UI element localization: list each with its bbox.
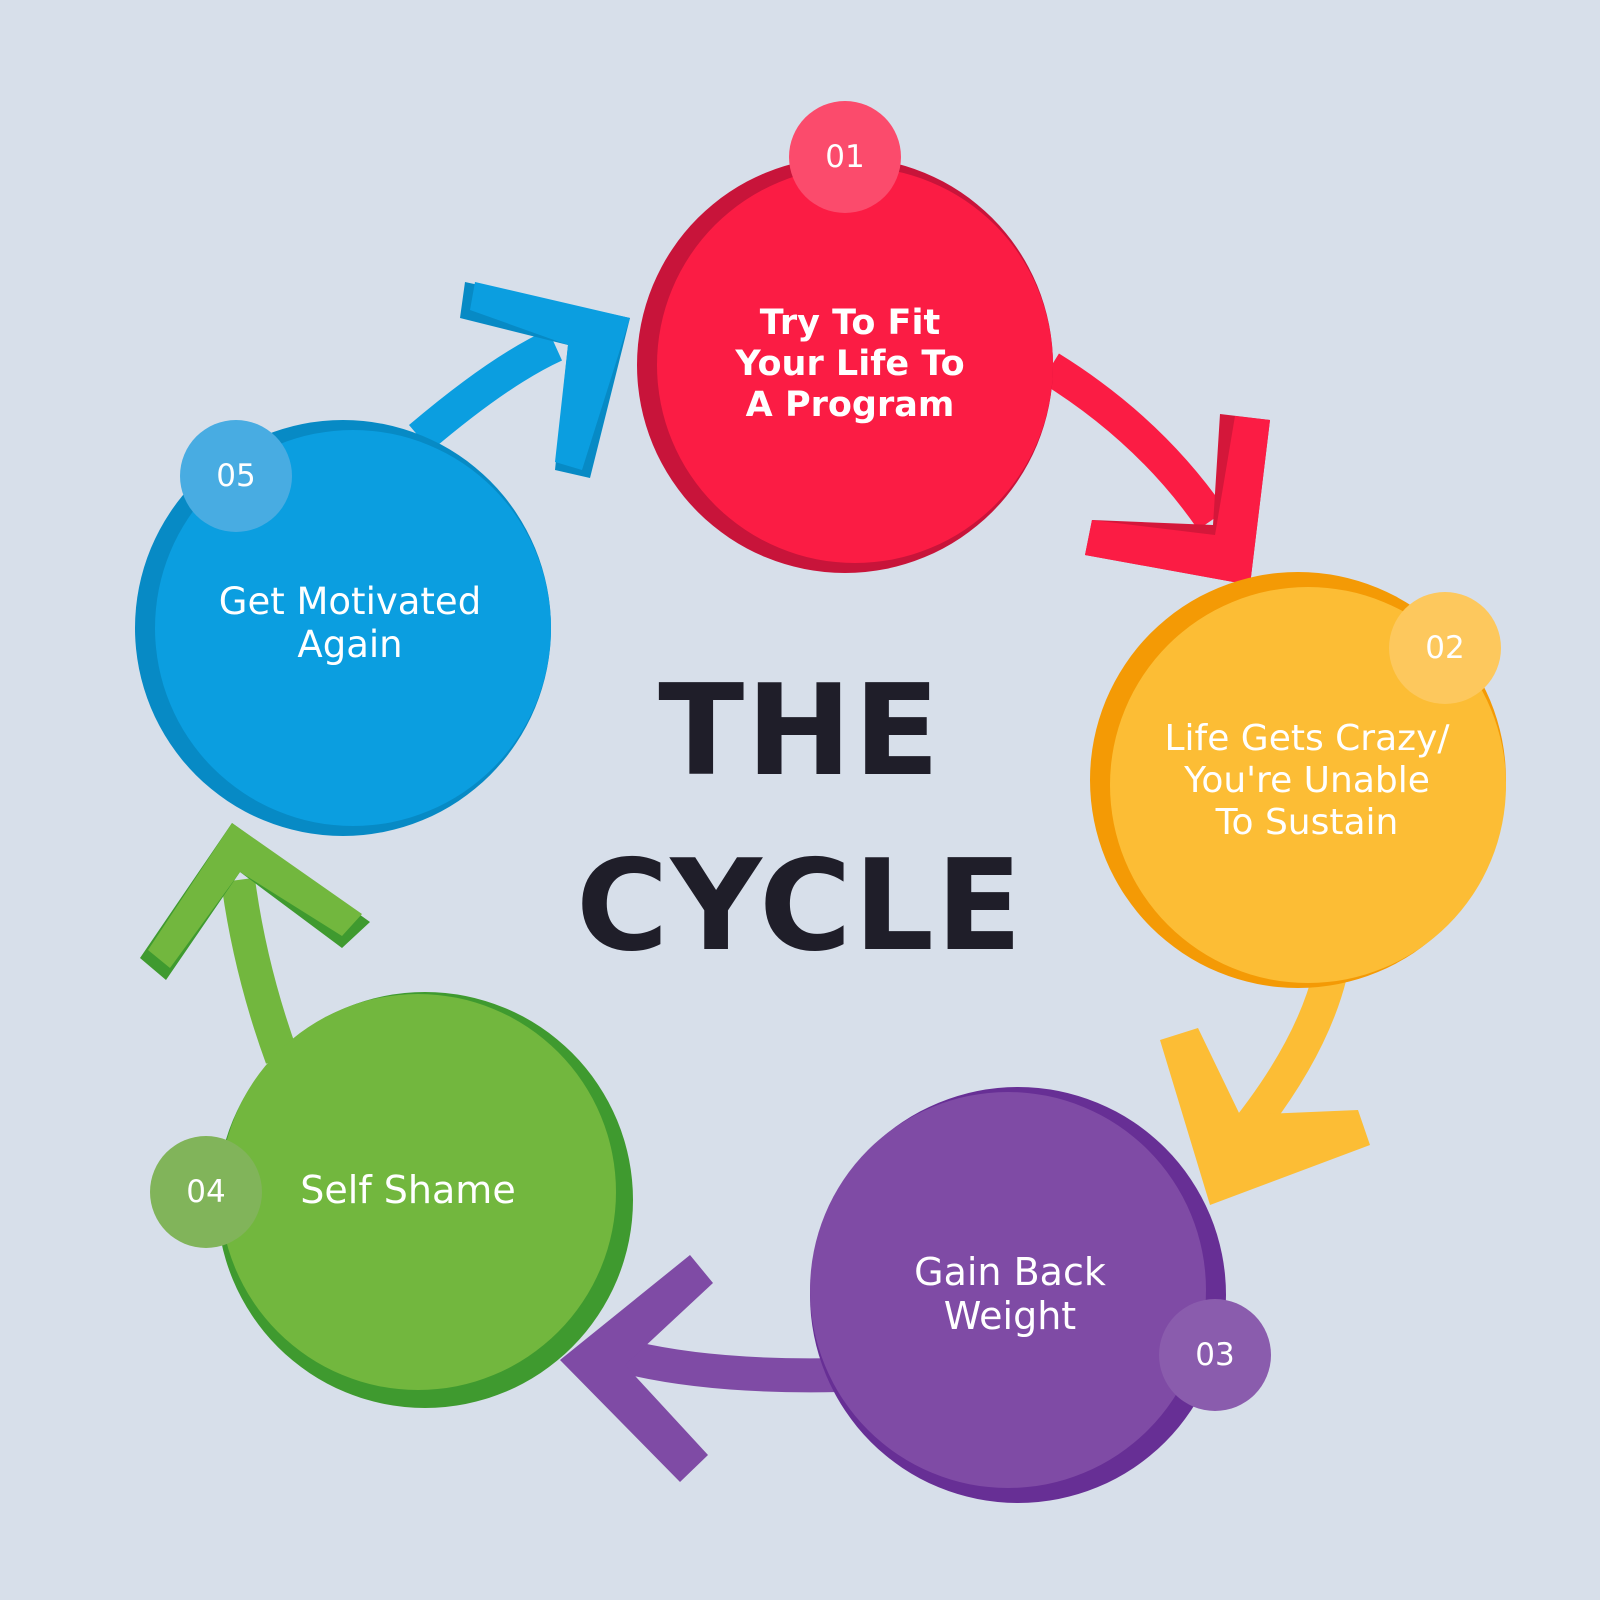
- title-line-1: THE: [658, 657, 942, 804]
- step-5-label: Get Motivated Again: [218, 580, 482, 667]
- step-2-node: [1090, 572, 1506, 988]
- step-1-number: 01: [825, 139, 865, 175]
- step-5-node: [135, 420, 551, 836]
- arrow-step3-to-step4: [560, 1255, 841, 1482]
- step-4-node: [150, 992, 633, 1408]
- step-2-label: Life Gets Crazy/ You're Unable To Sustai…: [1164, 718, 1450, 844]
- step-3-number: 03: [1195, 1337, 1235, 1373]
- arrow-step2-to-step3: [1160, 970, 1370, 1205]
- step-5-number: 05: [216, 458, 256, 494]
- step-4-label: Self Shame: [300, 1168, 516, 1212]
- step-4-number: 04: [186, 1174, 226, 1210]
- arrow-step5-to-step1: [408, 282, 630, 478]
- step-1-label: Try To Fit Your Life To A Program: [735, 303, 965, 425]
- arrow-step1-to-step2: [1041, 353, 1270, 585]
- step-1-node: [637, 101, 1053, 573]
- step-2-number: 02: [1425, 630, 1465, 666]
- step-3-node: [810, 1087, 1271, 1503]
- step-3-label: Gain Back Weight: [914, 1250, 1106, 1339]
- arrow-step4-to-step5: [140, 823, 370, 1064]
- title-line-2: CYCLE: [575, 832, 1025, 979]
